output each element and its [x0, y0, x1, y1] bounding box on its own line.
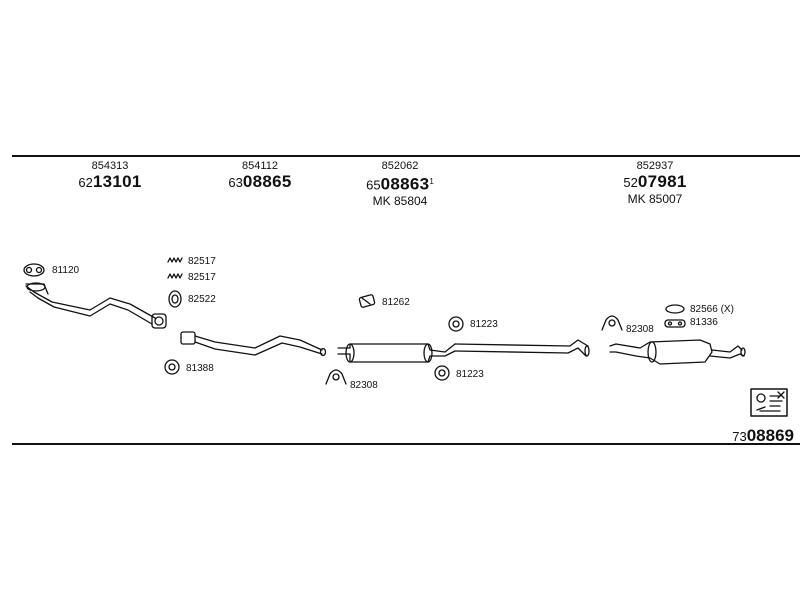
bottom-divider — [12, 443, 800, 445]
part-label: 82517 — [188, 272, 216, 283]
header-ref: 852937 — [636, 160, 674, 172]
part-label: 82308 — [626, 324, 654, 335]
header-middle-silencer: 852062 65088631 MK 85804 — [350, 160, 450, 209]
part-label: 82517 — [188, 256, 216, 267]
part-label: 81336 — [690, 317, 718, 328]
ring-81388-icon — [164, 359, 180, 375]
gasket-82566-icon — [665, 304, 685, 314]
part-label: 81262 — [382, 297, 410, 308]
front-pipe-icon — [25, 282, 167, 329]
ring-81223-icon — [434, 365, 450, 381]
kit-number: 7308869 — [732, 426, 794, 445]
intermediate-pipe-icon — [180, 331, 327, 357]
header-ref: 854112 — [242, 160, 278, 172]
header-part-number: 6308865 — [228, 172, 292, 191]
part-label: 81120 — [52, 265, 80, 276]
gasket-81120-icon — [23, 263, 45, 277]
part-label: 81223 — [470, 319, 498, 330]
brand-logo-icon — [750, 388, 788, 417]
gasket-82522-icon — [168, 290, 182, 308]
middle-silencer-icon — [337, 339, 590, 363]
top-divider — [12, 155, 800, 157]
part-label: 81388 — [186, 363, 214, 374]
rubber-81336-icon — [664, 319, 686, 328]
header-mk-number: MK 85007 — [627, 192, 683, 206]
part-label: 82522 — [188, 294, 216, 305]
part-label: 82566 (X) — [690, 304, 734, 315]
header-part-number: 6213101 — [78, 172, 142, 191]
header-intermediate-pipe: 854112 6308865 — [220, 160, 300, 192]
clamp-82308-icon — [325, 369, 347, 385]
part-label: 81223 — [456, 369, 484, 380]
header-mk-number: MK 85804 — [372, 194, 428, 209]
header-ref: 854313 — [91, 160, 129, 172]
rear-silencer-icon — [609, 339, 746, 365]
header-front-pipe: 854313 6213101 — [70, 160, 150, 192]
clamp-82308-icon — [601, 315, 623, 331]
ring-81223-icon — [448, 316, 464, 332]
clamp-82517-icon — [167, 257, 183, 279]
header-rear-silencer: 852937 5207981 MK 85007 — [605, 160, 705, 207]
hanger-81262-icon — [358, 294, 376, 308]
header-part-number: 65088631 — [366, 174, 434, 194]
header-ref: 852062 — [381, 160, 419, 172]
header-part-number: 5207981 — [623, 172, 687, 191]
part-label: 82308 — [350, 380, 378, 391]
